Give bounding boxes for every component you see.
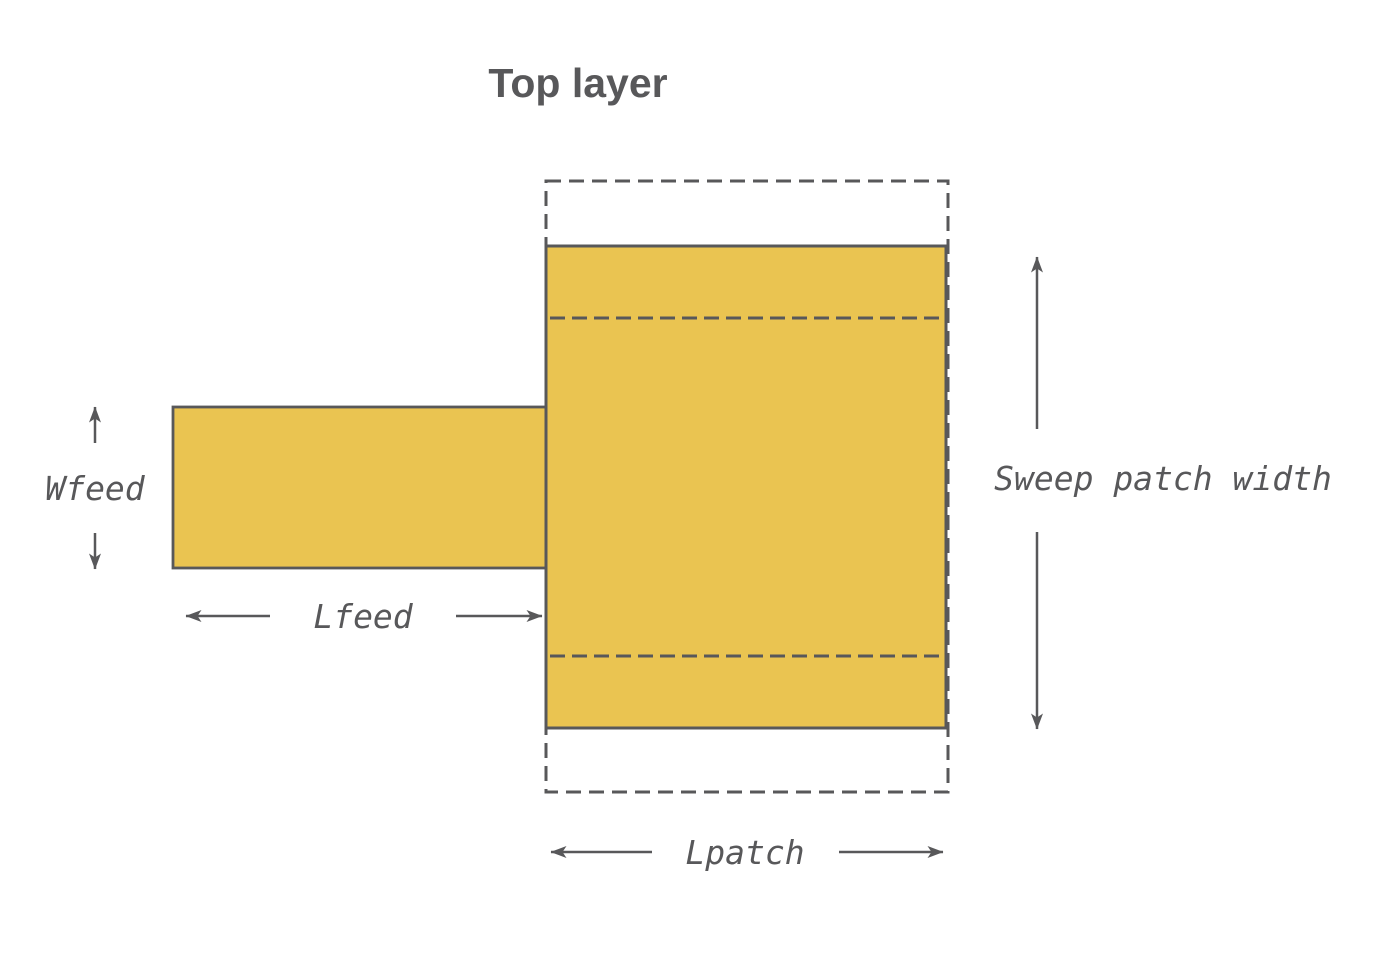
wfeed-label: Wfeed bbox=[45, 469, 145, 508]
sweep-patch-width-label: Sweep patch width bbox=[994, 459, 1332, 498]
page-title: Top layer bbox=[488, 60, 667, 106]
lfeed-label: Lfeed bbox=[313, 597, 413, 636]
feed-line-rect bbox=[171, 405, 548, 570]
lpatch-label: Lpatch bbox=[685, 833, 804, 872]
patch-rect bbox=[544, 244, 948, 730]
